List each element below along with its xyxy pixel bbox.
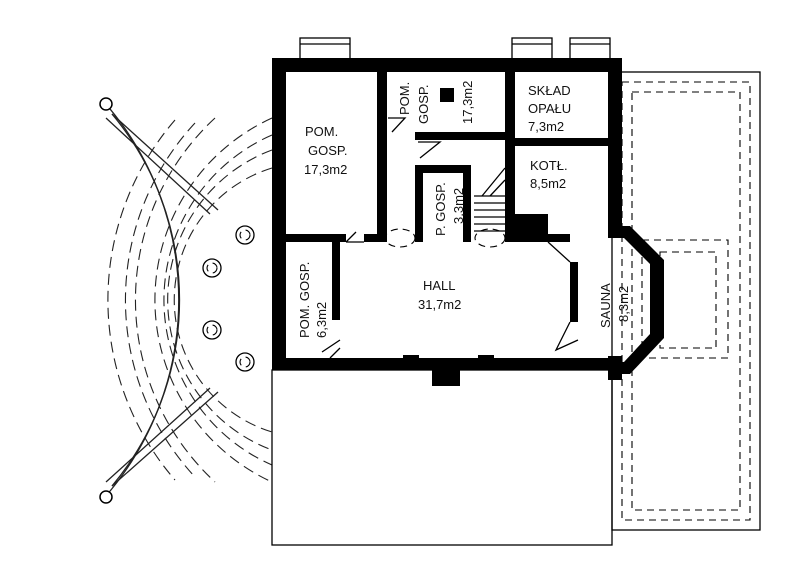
area-hall: 31,7m2 [418,297,461,312]
label-pom-gosp-left-1: POM. [305,124,338,139]
terrace-arc-outer-2 [111,113,181,487]
room-sauna: SAUNA 8,3m2 [598,283,631,328]
area-sklad-opalu: 7,3m2 [528,119,564,134]
right-terrace [611,71,761,531]
passage-dashed-2 [474,228,506,248]
terrace-divider-top [111,113,219,211]
sauna-niche-outline-2 [659,251,717,349]
door-small-pom-gosp [388,117,407,133]
area-pom-gosp-small: 17,3m2 [460,81,475,124]
terrace-end-cap-bottom [99,490,113,504]
right-terrace-outer [611,71,761,531]
label-pom-gosp-lower: POM. GOSP. [297,262,312,338]
terrace-arc-inner-3 [167,149,273,451]
label-pom-gosp-left-2: GOSP. [308,143,348,158]
door-pom-gosp-lower [321,339,341,359]
door-sauna [554,321,579,352]
room-p-gosp: P. GOSP. 3,3m2 [433,182,466,236]
area-p-gosp: 3,3m2 [451,188,466,224]
curved-terrace [99,97,273,504]
label-pom-gosp-small-1: POM. [397,82,412,115]
terrace-arc-inner-2 [154,117,273,483]
area-sauna: 8,3m2 [616,286,631,322]
area-pom-gosp-left: 17,3m2 [304,162,347,177]
terrace-divider-bottom [111,391,219,487]
window-top-mid [511,37,553,61]
chimney [440,88,454,102]
room-pom-gosp-left: POM. GOSP. 17,3m2 [304,124,348,177]
room-hall: HALL 31,7m2 [418,278,461,312]
label-sklad: SKŁAD [528,83,571,98]
label-kotl: KOTŁ. [530,158,568,173]
terrace-end-cap-top [99,97,113,111]
right-terrace-dashed-1 [621,81,751,521]
door-pom-gosp-left [345,231,364,243]
staircase [474,167,506,232]
label-sauna: SAUNA [598,283,613,328]
terrace-arc-inner-4 [173,167,273,433]
label-hall: HALL [423,278,456,293]
window-top-left [299,37,351,61]
area-pom-gosp-lower: 6,3m2 [314,302,329,338]
label-p-gosp: P. GOSP. [433,182,448,236]
terrace-arc-inner-7 [107,119,176,481]
column-4 [235,352,255,372]
doors [321,117,579,359]
column-3 [202,320,222,340]
right-terrace-dashed-2 [631,91,741,511]
window-top-right [569,37,611,61]
room-sklad-opalu: SKŁAD OPAŁU 7,3m2 [528,83,571,134]
terrace-divider-top-2 [105,117,211,215]
column-2 [202,258,222,278]
lower-porch [271,369,613,546]
door-corridor [418,141,442,159]
sauna-niche-outline-1 [641,239,729,359]
label-opalu: OPAŁU [528,101,571,116]
room-kotl: KOTŁ. 8,5m2 [530,158,568,191]
passage-dashed-1 [384,228,416,248]
terrace-arc-inner-5 [134,117,216,483]
terrace-divider-bottom-2 [105,387,211,483]
area-kotl: 8,5m2 [530,176,566,191]
door-kotl [547,241,571,263]
room-pom-gosp-lower: POM. GOSP. 6,3m2 [297,262,329,338]
room-pom-gosp-small: POM. GOSP. 17,3m2 [397,81,475,124]
column-1 [235,225,255,245]
walls [272,58,664,386]
label-pom-gosp-small-2: GOSP. [416,84,431,124]
terrace-arc-inner-1 [163,134,273,466]
